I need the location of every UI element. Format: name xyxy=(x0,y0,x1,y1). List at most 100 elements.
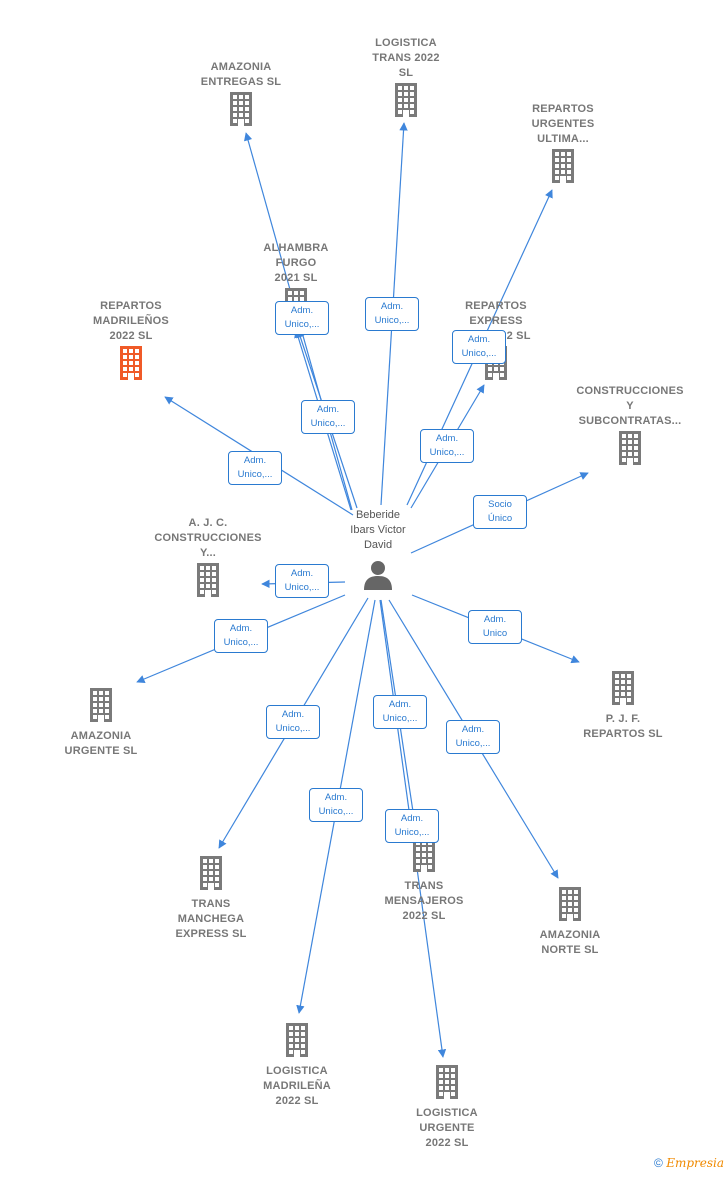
person-icon xyxy=(364,561,392,590)
company-name-line: NORTE SL xyxy=(541,944,599,956)
edge-label-logistica-trans[interactable]: Adm.Unico,... xyxy=(365,297,419,331)
company-name-line: Y xyxy=(626,400,634,412)
edge-label-pjf-repartos[interactable]: Adm.Unico xyxy=(468,610,522,644)
company-name-line: FURGO xyxy=(275,257,317,269)
edge-label-repartos-express[interactable]: Adm.Unico,... xyxy=(420,429,474,463)
company-name-line: LOGISTICA xyxy=(416,1107,478,1119)
company-name-line: EXPRESS SL xyxy=(175,928,247,940)
company-node-trans-manchega[interactable]: TRANS MANCHEGA EXPRESS SL xyxy=(146,854,276,942)
edge-label-aj-construcciones[interactable]: Adm.Unico,... xyxy=(275,564,329,598)
edge-label-text: Adm. xyxy=(467,334,491,345)
company-name-line: REPARTOS xyxy=(465,300,527,312)
company-name-line: LOGISTICA xyxy=(375,37,437,49)
company-name-line: TRANS xyxy=(404,880,444,892)
edge-label-text: Unico,... xyxy=(461,348,497,359)
building-icon xyxy=(617,431,643,470)
edge-label-trans-mensajeros[interactable]: Adm. Unico,... xyxy=(373,695,427,729)
company-name-line: Y... xyxy=(199,547,217,559)
edge-label-amazonia-entregas[interactable]: Adm.Unico,... xyxy=(275,301,329,335)
edge-label-trans-manchega[interactable]: Adm.Unico,... xyxy=(266,705,320,739)
edge-label-text: Adm. xyxy=(388,699,412,710)
company-name-line: 2022 SL xyxy=(402,910,446,922)
company-name-line: REPARTOS xyxy=(100,300,162,312)
company-node-logistica-urgente[interactable]: LOGISTICA URGENTE 2022 SL xyxy=(382,1063,512,1151)
edge-label-text: Adm. xyxy=(243,455,267,466)
company-name-line: MADRILEÑA xyxy=(263,1080,331,1092)
company-name: ALHAMBRA FURGO 2021 SL xyxy=(231,241,361,286)
company-name-line: 2022 SL xyxy=(109,330,153,342)
company-name-line: AMAZONIA xyxy=(539,929,601,941)
company-name-line: CONSTRUCCIONES xyxy=(154,532,262,544)
company-name: AMAZONIA NORTE SL xyxy=(505,928,635,958)
company-node-trans-mensajeros[interactable]: TRANS MENSAJEROS 2022 SL xyxy=(359,836,489,924)
company-name-line: MADRILEÑOS xyxy=(93,315,169,327)
company-name-line: TRANS 2022 xyxy=(372,52,440,64)
person-name: Beberide Ibars Victor David xyxy=(350,509,406,551)
copyright-symbol: © xyxy=(654,1156,663,1170)
company-name: TRANS MENSAJEROS 2022 SL xyxy=(359,879,489,924)
building-icon xyxy=(393,83,419,122)
company-name-line: ULTIMA... xyxy=(537,133,589,145)
company-name-line: AMAZONIA xyxy=(70,730,132,742)
company-name-line: REPARTOS xyxy=(532,103,594,115)
company-name-line: EXPRESS xyxy=(469,315,523,327)
building-icon xyxy=(284,1023,310,1062)
edge-label-amazonia-urgente[interactable]: Adm.Unico,... xyxy=(214,619,268,653)
company-node-repartos-madrilenos[interactable]: REPARTOS MADRILEÑOS 2022 SL xyxy=(66,299,196,387)
company-node-pjf-repartos[interactable]: P. J. F.REPARTOS SL xyxy=(558,669,688,742)
company-name-line: REPARTOS SL xyxy=(583,728,663,740)
edge-label-text: Adm. xyxy=(290,305,314,316)
edge-label-repartos-urgentes[interactable]: Adm. Unico,... xyxy=(452,330,506,364)
company-name-line: 2021 SL xyxy=(274,272,318,284)
company-name: TRANS MANCHEGA EXPRESS SL xyxy=(146,897,276,942)
company-name-line: MENSAJEROS xyxy=(384,895,464,907)
building-icon xyxy=(610,671,636,710)
edge-label-text: Adm. xyxy=(290,568,314,579)
company-node-amazonia-norte[interactable]: AMAZONIA NORTE SL xyxy=(505,885,635,958)
building-icon xyxy=(434,1065,460,1104)
building-icon xyxy=(411,838,437,877)
edge-label-text: Unico,... xyxy=(237,469,273,480)
edge-label-text: Unico,... xyxy=(382,713,418,724)
edge-label-repartos-madrilenos[interactable]: Adm. Unico,... xyxy=(228,451,282,485)
edge-label-logistica-urgente[interactable]: Adm.Unico,... xyxy=(385,809,439,843)
company-name: REPARTOS MADRILEÑOS 2022 SL xyxy=(66,299,196,344)
person-node[interactable]: Beberide Ibars Victor David xyxy=(328,508,428,591)
edge-label-text: Adm. xyxy=(380,301,404,312)
edge-label-text: Adm. xyxy=(316,404,340,415)
company-name-line: MANCHEGA xyxy=(177,913,245,925)
company-name-line: SUBCONTRATAS... xyxy=(578,415,682,427)
company-name-line: URGENTES xyxy=(531,118,595,130)
edge-label-logistica-madrilena[interactable]: Adm.Unico,... xyxy=(309,788,363,822)
company-name-line: 2022 SL xyxy=(425,1137,469,1149)
company-name-line: AMAZONIA xyxy=(210,61,272,73)
edge-label-text: Unico,... xyxy=(310,418,346,429)
edge-label-text: Adm. xyxy=(281,709,305,720)
building-icon xyxy=(118,346,144,385)
brand-name: Empresia xyxy=(666,1156,724,1170)
company-name-line: ALHAMBRA xyxy=(263,242,329,254)
company-name-line: URGENTE xyxy=(419,1122,475,1134)
building-icon xyxy=(198,856,224,895)
company-name-line: LOGISTICA xyxy=(266,1065,328,1077)
edge-label-alhambra-furgo[interactable]: Adm. Unico,... xyxy=(301,400,355,434)
edge-label-text: Adm. xyxy=(461,724,485,735)
edge-label-amazonia-norte[interactable]: Adm.Unico,... xyxy=(446,720,500,754)
company-node-repartos-urgentes[interactable]: REPARTOS URGENTES ULTIMA... xyxy=(498,102,628,190)
company-name: REPARTOS URGENTES ULTIMA... xyxy=(498,102,628,147)
company-name: LOGISTICA URGENTE 2022 SL xyxy=(382,1106,512,1151)
company-name-line: TRANS xyxy=(191,898,231,910)
building-icon xyxy=(195,563,221,602)
edge-label-text: Unico,... xyxy=(223,637,259,648)
